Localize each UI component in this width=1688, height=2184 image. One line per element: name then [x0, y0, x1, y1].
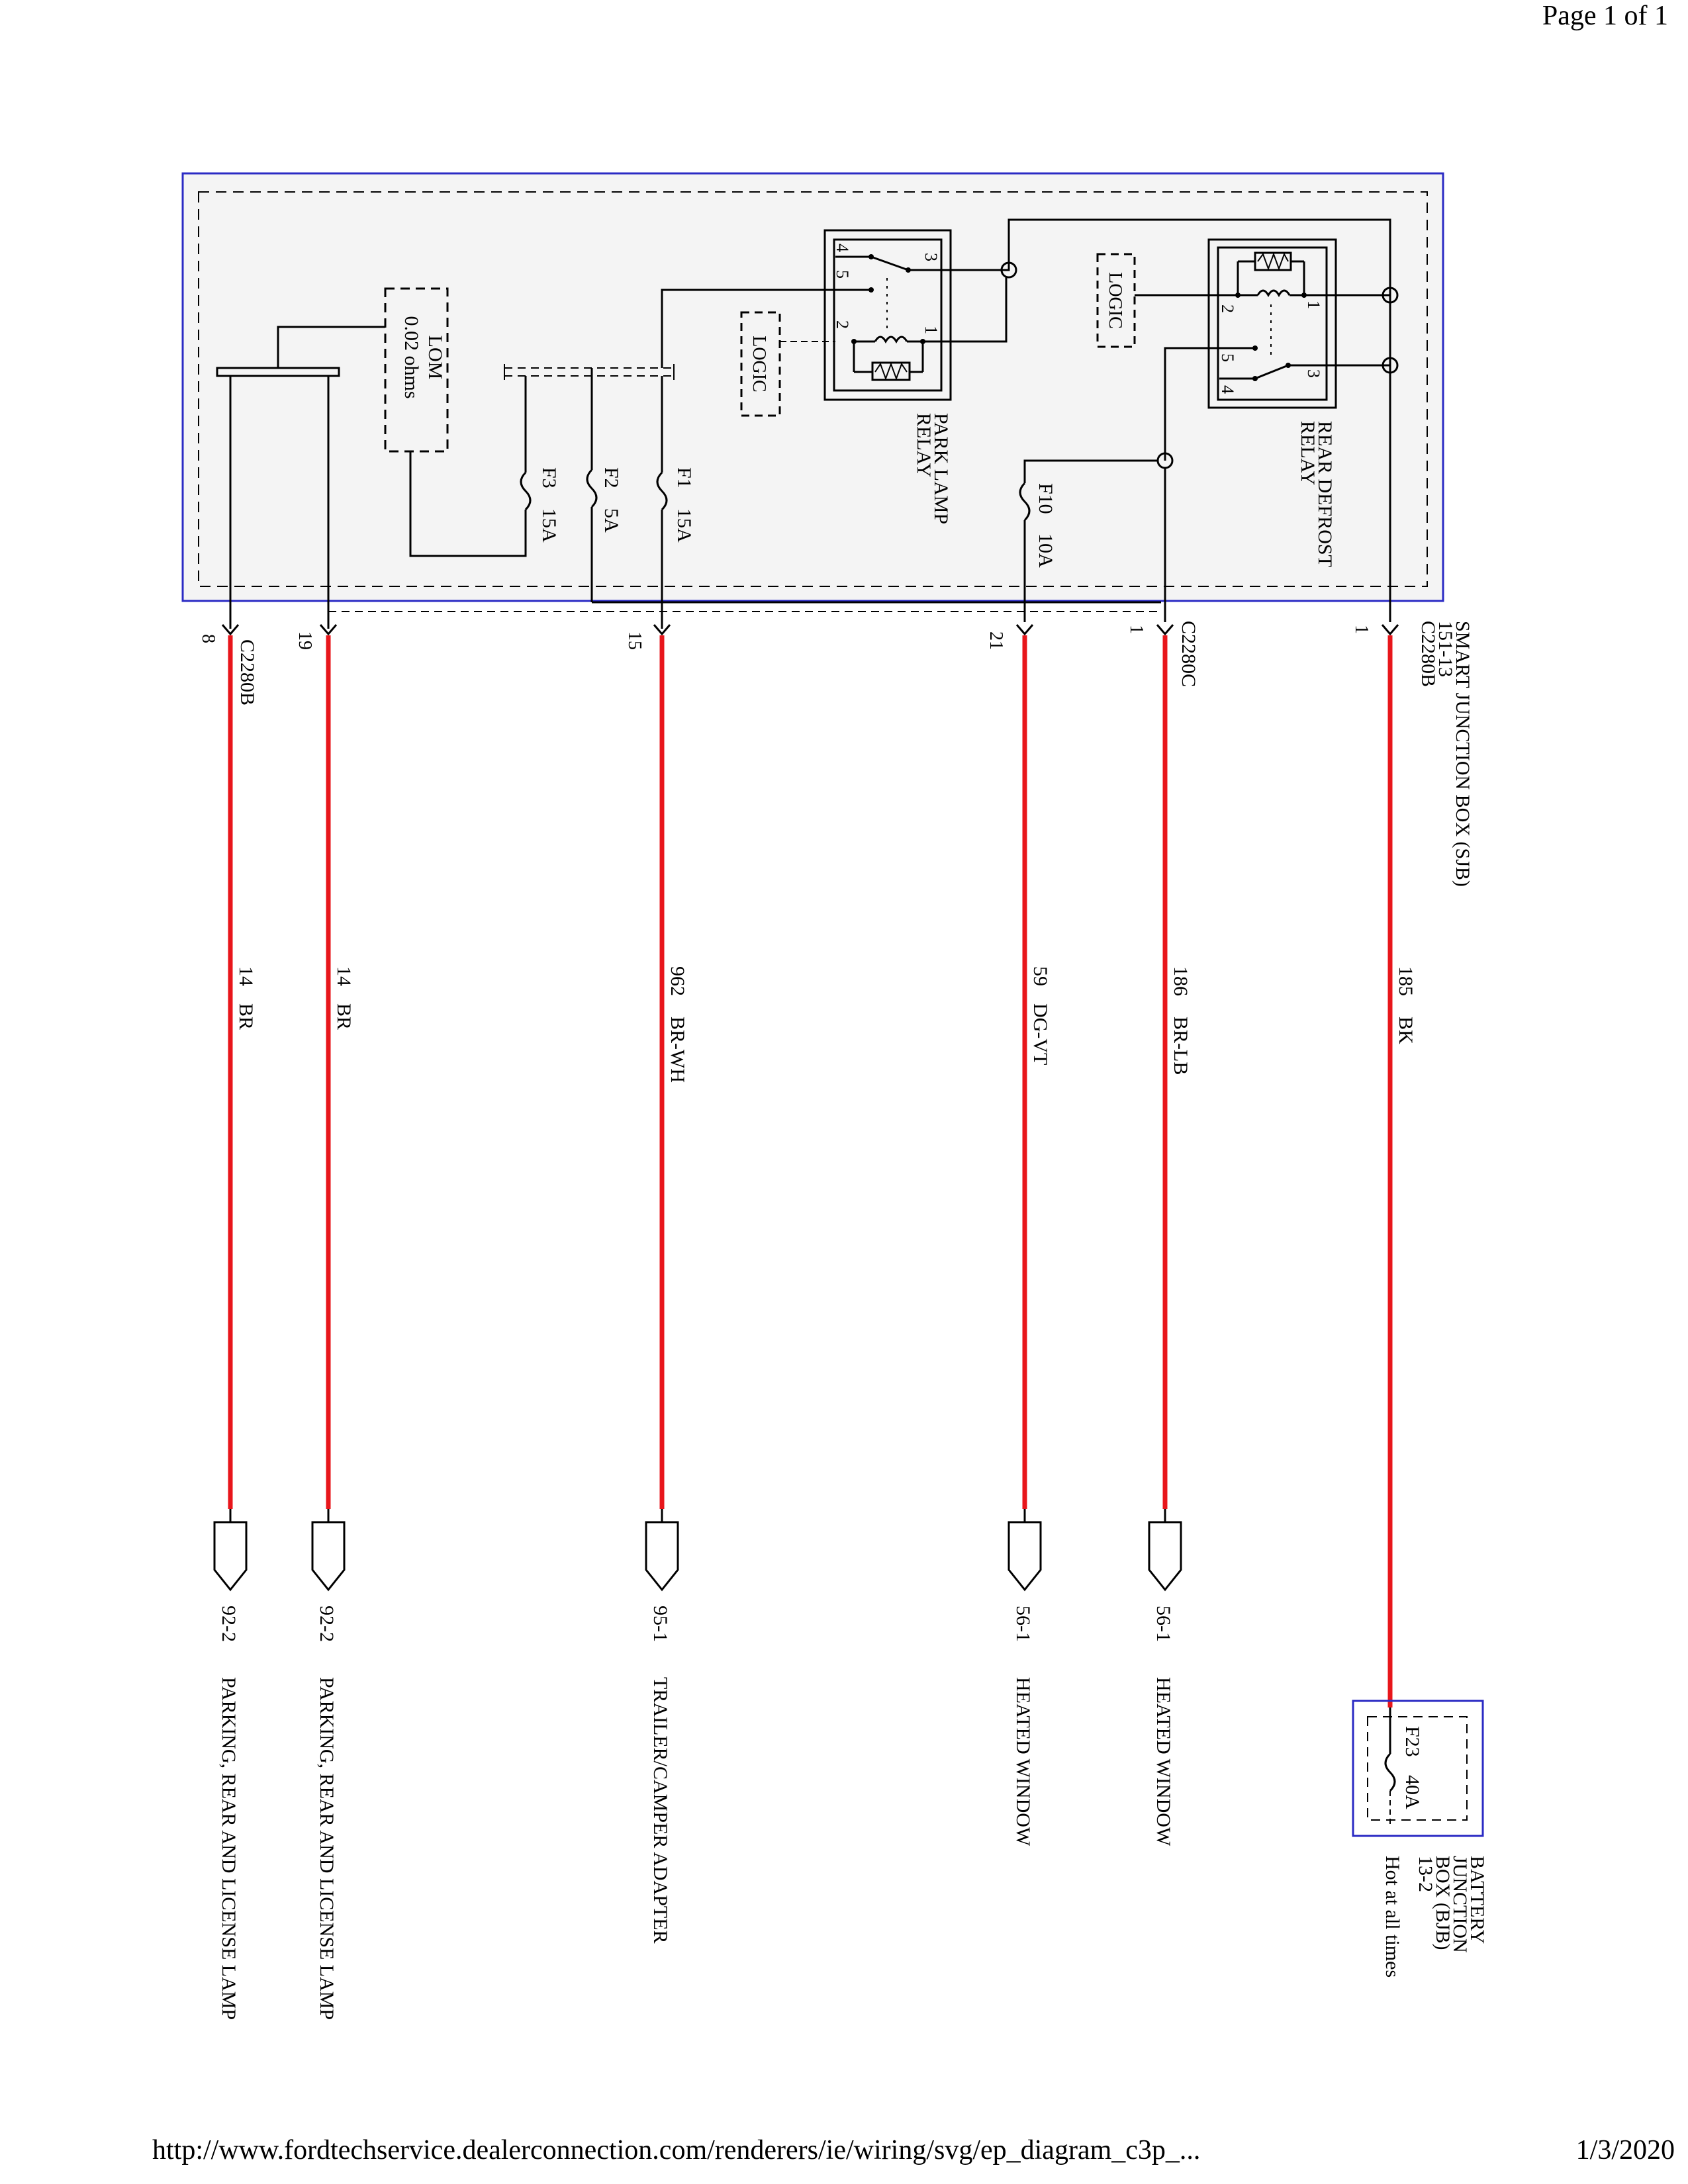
logic-label-defrost: LOGIC: [1105, 272, 1125, 329]
circuit-4-destination: HEATED WINDOW: [1152, 1677, 1174, 1846]
defrost-relay-pin-4: 4: [1218, 385, 1237, 394]
fuse-f3-rating: 15A: [538, 508, 560, 543]
circuit-4-number: 186: [1170, 966, 1192, 996]
fuse-f10: F10 10A: [1019, 459, 1158, 622]
circuit-4-color: BR-LB: [1170, 1017, 1192, 1075]
defrost-relay-pin-1: 1: [1304, 300, 1323, 309]
fuse-bus: [504, 364, 675, 380]
page-footer: http://www.fordtechservice.dealerconnect…: [152, 2134, 1675, 2174]
circuit-5-pin: 1: [1351, 625, 1372, 634]
circuit-4-ref: 56-1: [1152, 1606, 1174, 1642]
circuit-0-ref: 92-2: [218, 1606, 240, 1642]
defrost-relay-pin-5: 5: [1218, 353, 1237, 362]
lom-value: 0.02 ohms: [400, 316, 422, 398]
defrost-relay-pin-3: 3: [1304, 369, 1323, 378]
footer-date: 1/3/2020: [1575, 2135, 1675, 2165]
connector-c2280b-left: C2280B: [236, 639, 258, 705]
circuit-3-destination: HEATED WINDOW: [1012, 1677, 1034, 1846]
circuit-3-color: DG-VT: [1029, 1003, 1051, 1065]
circuit-1: 19 14 BR 92-2 PARKING, REAR AND LICENSE …: [295, 624, 355, 2020]
battery-junction-box: F23 40A BATTERY JUNCTION BOX (BJB) 13-2 …: [1352, 1700, 1488, 1978]
park-relay-title-2: RELAY: [913, 413, 935, 477]
circuit-5-number: 185: [1395, 966, 1417, 996]
logic-label-park: LOGIC: [749, 336, 769, 392]
park-relay-feed: [951, 218, 1391, 622]
circuit-2-color: BR-WH: [667, 1017, 688, 1083]
connector-c2280b-right: C2280B: [1417, 621, 1439, 687]
page-header: Page 1 of 1: [1542, 1, 1668, 31]
circuit-3: 21 59 DG-VT 56-1 HEATED WINDOW: [986, 624, 1051, 1846]
circuit-1-pin: 19: [295, 631, 315, 650]
rear-defrost-relay: 2 1 5 3 4 REAR DEFROST RELAY: [1207, 238, 1390, 567]
fuse-f2-name: F2: [600, 467, 622, 488]
fuse-f1-rating: 15A: [673, 508, 695, 543]
fuse-f3: F3 15A: [520, 376, 560, 543]
circuit-0-pin: 8: [198, 634, 218, 643]
footer-url[interactable]: http://www.fordtechservice.dealerconnect…: [152, 2135, 1201, 2165]
circuit-5: 1 185 BK: [1351, 624, 1417, 1707]
circuit-5-color: BK: [1395, 1017, 1417, 1044]
park-relay-title-1: PARK LAMP: [930, 413, 952, 524]
park-relay-pin-3: 3: [921, 253, 941, 261]
defrost-splice-bottom: [1382, 357, 1399, 374]
module-ref: 151-13: [1434, 621, 1456, 677]
circuit-1-color: BR: [333, 1003, 355, 1030]
circuit-2-ref: 95-1: [649, 1606, 671, 1642]
circuit-1-number: 14: [333, 966, 355, 986]
fuse-f1: F1 15A: [656, 289, 835, 629]
defrost-relay-pin-2: 2: [1218, 304, 1237, 313]
park-relay-pin-4: 4: [833, 244, 852, 252]
circuit-4: 1 186 BR-LB 56-1 HEATED WINDOW: [1126, 624, 1192, 1846]
circuit-2-pin: 15: [624, 631, 645, 650]
circuit-0-number: 14: [235, 966, 257, 986]
circuit-3-ref: 56-1: [1012, 1606, 1034, 1642]
bjb-line-3: BOX (BJB): [1432, 1856, 1454, 1950]
fuse-f23-rating: 40A: [1401, 1775, 1423, 1809]
circuit-0-color: BR: [235, 1003, 257, 1030]
circuit-1-destination: PARKING, REAR AND LICENSE LAMP: [316, 1677, 338, 2020]
bjb-line-4: 13-2: [1415, 1856, 1436, 1892]
ground-bar: [216, 326, 385, 629]
circuit-0-destination: PARKING, REAR AND LICENSE LAMP: [218, 1677, 240, 2020]
bjb-line-1: BATTERY: [1466, 1856, 1488, 1944]
module-title: SMART JUNCTION BOX (SJB): [1452, 621, 1474, 887]
lom-module: LOM 0.02 ohms: [384, 287, 527, 557]
park-relay-pin-5: 5: [833, 270, 852, 279]
circuit-2-destination: TRAILER/CAMPER ADAPTER: [649, 1677, 671, 1944]
park-relay-pin-1: 1: [921, 326, 941, 334]
sjb-outer-border: [181, 172, 1444, 602]
defrost-relay-title-2: RELAY: [1297, 421, 1319, 485]
fuse-f2: F2 5A: [586, 368, 622, 602]
circuit-2-number: 962: [667, 966, 688, 996]
fuse-f1-name: F1: [673, 467, 695, 488]
park-relay-splice: [1000, 261, 1017, 279]
bjb-line-5: Hot at all times: [1382, 1856, 1403, 1978]
park-relay-coil-feed: [923, 277, 1008, 343]
lom-label: LOM: [424, 336, 446, 380]
fuse-f10-rating: 10A: [1035, 533, 1056, 568]
circuit-0: 8 14 BR 92-2 PARKING, REAR AND LICENSE L…: [198, 624, 257, 2020]
fuse-f2-rating: 5A: [600, 508, 622, 533]
defrost-relay-title-1: REAR DEFROST: [1314, 421, 1336, 567]
park-lamp-relay: 4 5 2 3 1 PARK LAMP RELAY: [823, 229, 952, 524]
defrost-output: [1164, 347, 1219, 461]
fuse-f10-name: F10: [1035, 483, 1056, 514]
fuse-f3-name: F3: [538, 467, 560, 488]
circuit-3-pin: 21: [986, 631, 1006, 650]
logic-box-defrost: LOGIC: [1096, 253, 1235, 348]
sjb-inner-dashed-border: [198, 191, 1428, 587]
logic-box-park: LOGIC: [740, 311, 835, 417]
circuit-4-pin: 1: [1126, 625, 1147, 634]
defrost-splice-top: [1382, 287, 1399, 304]
circuit-3-number: 59: [1029, 966, 1051, 986]
connector-c2280c: C2280C: [1178, 621, 1199, 687]
park-relay-pin-2: 2: [833, 320, 852, 329]
fuse-f23-name: F23: [1401, 1726, 1423, 1757]
circuit-1-ref: 92-2: [316, 1606, 338, 1642]
circuit-2: 15 962 BR-WH 95-1 TRAILER/CAMPER ADAPTER: [624, 624, 688, 1944]
bjb-line-2: JUNCTION: [1449, 1856, 1471, 1953]
